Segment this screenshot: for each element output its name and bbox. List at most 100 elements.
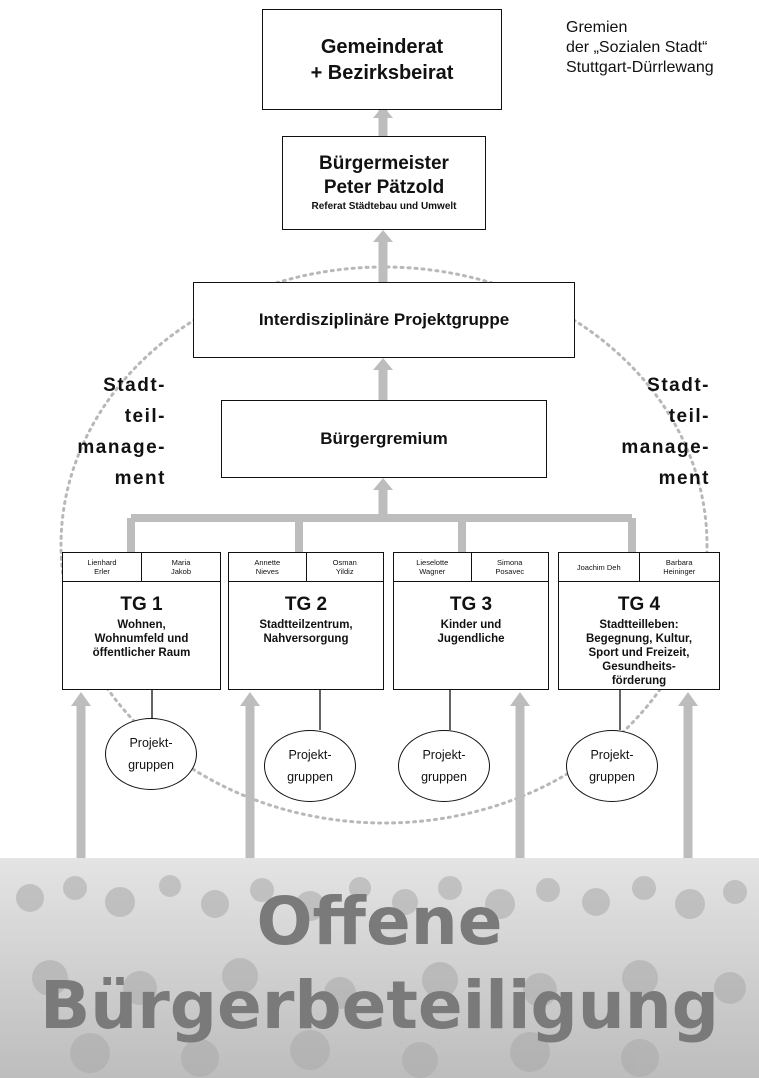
arrowhead-board — [373, 478, 393, 490]
arrowhead-projectgroup — [373, 358, 393, 370]
tg4-description: Stadtteilleben: Begegnung, Kultur, Sport… — [559, 618, 719, 688]
tg3-name-right-1: Simona — [497, 558, 523, 567]
mayor-name: Peter Pätzold — [323, 177, 445, 198]
theme-group-1: Lienhard Erler Maria Jakob TG 1 Wohnen, … — [62, 552, 221, 690]
council-line-1: Gemeinderat — [320, 35, 444, 58]
tg4-name-right-2: Heininger — [663, 567, 696, 576]
tg4-desc-1: Stadtteilleben: — [599, 619, 679, 631]
tg1-name-left-1: Lienhard — [87, 558, 117, 567]
pg2-line-2: gruppen — [287, 770, 333, 784]
project-groups-ellipse-3: Projekt- gruppen — [398, 730, 490, 802]
tg3-description: Kinder und Jugendliche — [394, 618, 548, 646]
tg4-desc-5: förderung — [611, 675, 667, 687]
tg3-title: TG 3 — [449, 594, 493, 615]
tg2-desc-2: Nahversorgung — [263, 633, 349, 645]
tg1-desc-3: öffentlicher Raum — [92, 647, 191, 659]
tg3-name-left-2: Wagner — [419, 567, 446, 576]
citizen-board-label: Bürgergremium — [320, 429, 448, 448]
dm-right-1: Stadt- — [647, 375, 710, 396]
tg3-desc-2: Jugendliche — [437, 633, 505, 645]
theme-group-4: Joachim Deh Barbara Heininger TG 4 Stadt… — [558, 552, 720, 690]
tg4-desc-4: Gesundheits- — [602, 661, 676, 673]
mayor-title: Bürgermeister — [319, 153, 449, 174]
crowd-texture — [0, 858, 759, 1078]
theme-group-3: Lieselotte Wagner Simona Posavec TG 3 Ki… — [393, 552, 549, 690]
corner-line-1: Gremien — [566, 19, 628, 36]
tg1-name-right: Maria Jakob — [141, 553, 220, 581]
dm-right-3: manage- — [621, 437, 710, 458]
mayor-department: Referat Städtebau und Umwelt — [311, 201, 457, 212]
tg4-names: Joachim Deh Barbara Heininger — [559, 553, 719, 582]
tg1-name-left: Lienhard Erler — [63, 553, 141, 581]
tg2-name-right-2: Yildiz — [335, 567, 354, 576]
tg4-desc-2: Begegnung, Kultur, — [585, 633, 693, 645]
participation-arrowhead-1 — [71, 692, 91, 706]
dm-right-2: teil- — [668, 406, 710, 427]
tg3-name-right-2: Posavec — [495, 567, 525, 576]
corner-label: Gremien der „Sozialen Stadt“ Stuttgart-D… — [566, 18, 714, 78]
project-groups-ellipse-1: Projekt- gruppen — [105, 718, 197, 790]
tg2-names: Annette Nieves Osman Yildiz — [229, 553, 383, 582]
corner-line-3: Stuttgart-Dürrlewang — [566, 59, 714, 76]
tg2-name-left-2: Nieves — [255, 567, 279, 576]
tg3-names: Lieselotte Wagner Simona Posavec — [394, 553, 548, 582]
dm-left-1: Stadt- — [103, 375, 166, 396]
council-box: Gemeinderat + Bezirksbeirat — [262, 9, 502, 110]
tg2-desc-1: Stadtteilzentrum, — [259, 619, 353, 631]
tg1-name-left-2: Erler — [94, 567, 110, 576]
tg4-title: TG 4 — [617, 594, 661, 615]
tg1-name-right-2: Jakob — [170, 567, 191, 576]
tg1-names: Lienhard Erler Maria Jakob — [63, 553, 220, 582]
tg4-desc-3: Sport und Freizeit, — [588, 647, 690, 659]
tg2-name-left-1: Annette — [254, 558, 281, 567]
dm-left-4: ment — [114, 468, 166, 489]
tg2-description: Stadtteilzentrum, Nahversorgung — [229, 618, 383, 646]
crowd-photo: Offene Bürgerbeteiligung — [0, 858, 759, 1078]
tg2-name-right-1: Osman — [332, 558, 357, 567]
corner-line-2: der „Sozialen Stadt“ — [566, 39, 708, 56]
participation-arrowhead-2 — [240, 692, 260, 706]
banner-line-2: Bürgerbeteiligung — [39, 967, 720, 1044]
tg2-name-left: Annette Nieves — [229, 553, 306, 581]
pg1-line-1: Projekt- — [129, 736, 173, 750]
tg1-title: TG 1 — [120, 594, 163, 615]
tg4-name-left-1: Joachim Deh — [576, 562, 621, 572]
theme-group-2: Annette Nieves Osman Yildiz TG 2 Stadtte… — [228, 552, 384, 690]
tg3-name-left-1: Lieselotte — [416, 558, 449, 567]
tg3-desc-1: Kinder und — [440, 619, 502, 631]
project-groups-ellipse-2: Projekt- gruppen — [264, 730, 356, 802]
mayor-box: Bürgermeister Peter Pätzold Referat Städ… — [282, 136, 486, 230]
tg1-description: Wohnen, Wohnumfeld und öffentlicher Raum — [63, 618, 220, 660]
citizen-board-box: Bürgergremium — [221, 400, 547, 478]
participation-arrowhead-3 — [510, 692, 530, 706]
pg2-line-1: Projekt- — [288, 748, 332, 762]
pg4-line-1: Projekt- — [590, 748, 634, 762]
district-management-left: Stadt- teil- manage- ment — [66, 370, 166, 494]
tg3-name-left: Lieselotte Wagner — [394, 553, 471, 581]
arrowhead-council — [373, 106, 393, 118]
district-management-right: Stadt- teil- manage- ment — [604, 370, 710, 494]
tg4-name-right: Barbara Heininger — [638, 553, 720, 581]
tg3-name-right: Simona Posavec — [470, 553, 549, 581]
dm-right-4: ment — [658, 468, 710, 489]
pg3-line-1: Projekt- — [422, 748, 466, 762]
dm-left-3: manage- — [77, 437, 166, 458]
tg1-name-right-1: Maria — [171, 558, 191, 567]
tg2-name-right: Osman Yildiz — [305, 553, 384, 581]
tg4-name-right-1: Barbara — [665, 558, 693, 567]
arrowhead-mayor — [373, 230, 393, 242]
tg1-desc-1: Wohnen, — [117, 619, 166, 631]
tg4-name-left: Joachim Deh — [559, 553, 639, 581]
pg1-line-2: gruppen — [128, 758, 174, 772]
project-group-label: Interdisziplinäre Projektgruppe — [258, 310, 510, 329]
council-line-2: + Bezirksbeirat — [310, 61, 454, 84]
tg2-title: TG 2 — [284, 594, 328, 615]
participation-arrowhead-4 — [678, 692, 698, 706]
banner-line-1: Offene — [256, 883, 503, 960]
pg4-line-2: gruppen — [589, 770, 635, 784]
pg3-line-2: gruppen — [421, 770, 467, 784]
dm-left-2: teil- — [124, 406, 166, 427]
tg1-desc-2: Wohnumfeld und — [94, 633, 189, 645]
project-group-box: Interdisziplinäre Projektgruppe — [193, 282, 575, 358]
